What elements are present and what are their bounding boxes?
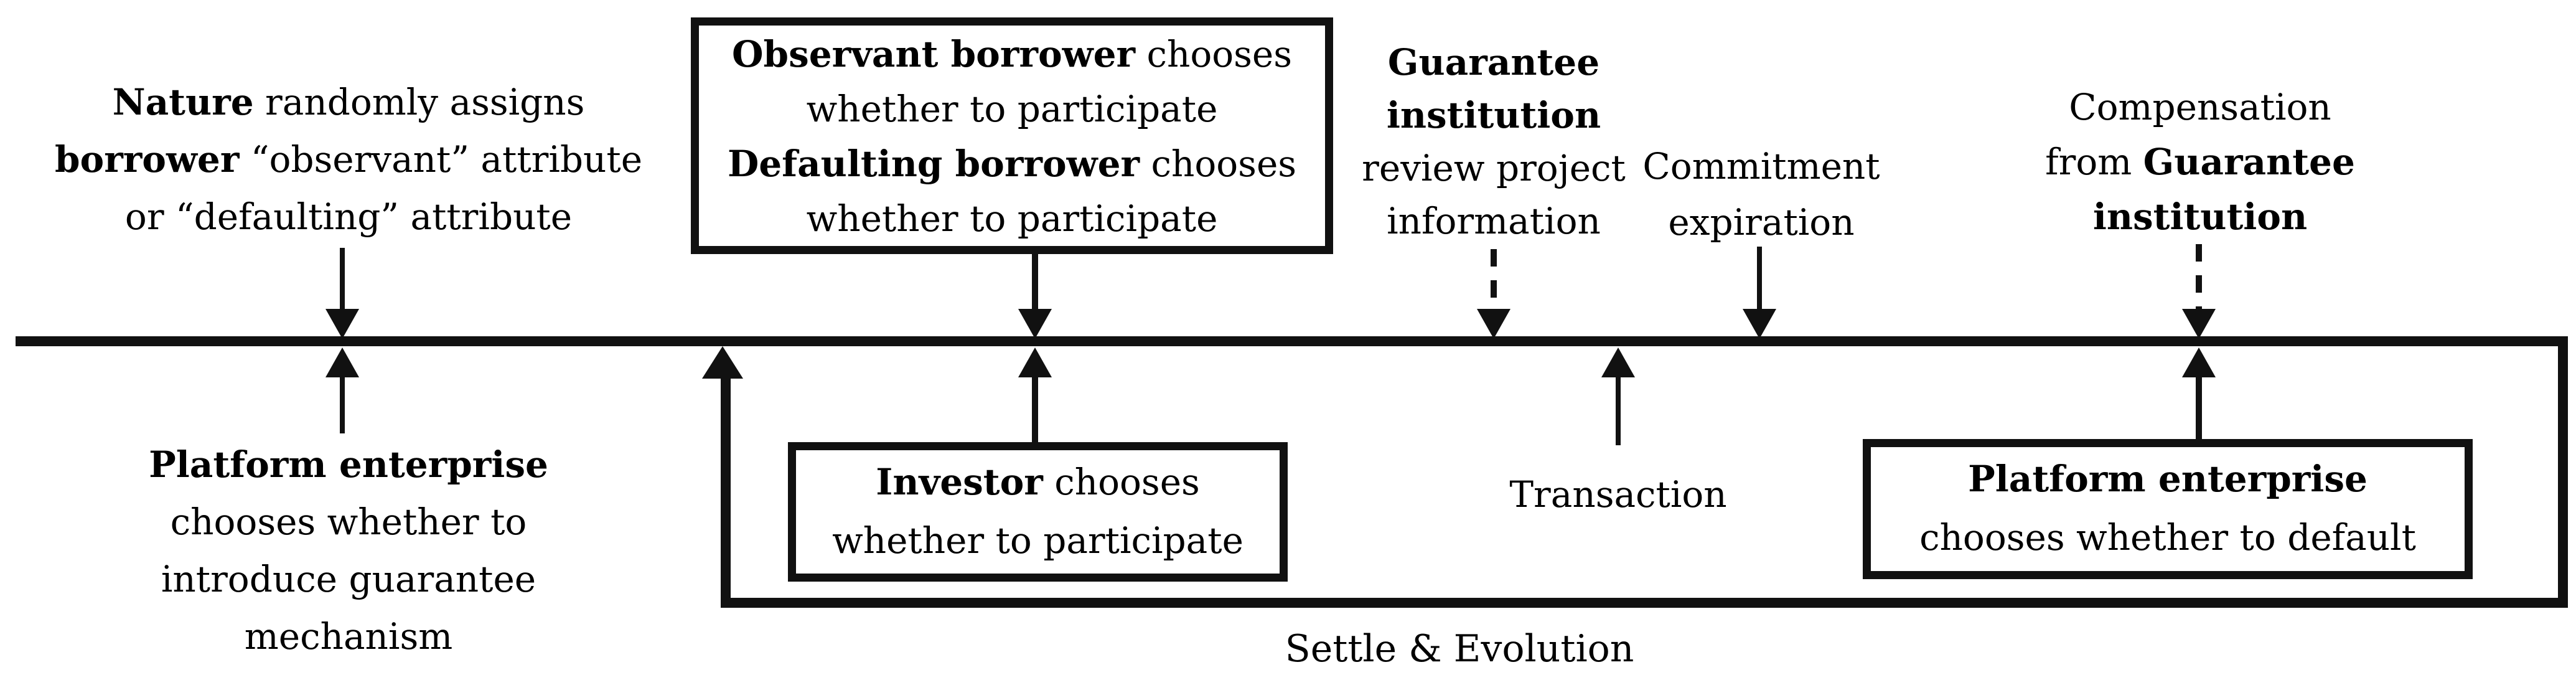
nature-line-3: or “defaulting” attribute xyxy=(124,196,573,238)
platform-intro-line-2: chooses whether to xyxy=(170,501,527,543)
borrower-box-line-3: Defaulting borrower chooses xyxy=(727,143,1297,185)
nature-arrow-down-icon xyxy=(326,309,359,339)
platform-intro-arrow-shaft xyxy=(340,375,345,433)
platform-default-arrow-shaft xyxy=(2196,375,2202,440)
compensation-arrow-down-icon xyxy=(2182,309,2216,339)
borrower-arrow-down-icon xyxy=(1018,309,1052,339)
guarantee-review-label: Guarantee institution review project inf… xyxy=(1338,36,1649,248)
platform-intro-line-1: Platform enterprise xyxy=(149,443,548,486)
commitment-arrow-shaft xyxy=(1757,247,1762,311)
investor-arrow-up-icon xyxy=(1018,347,1052,377)
commitment-line-2: expiration xyxy=(1668,201,1855,243)
commitment-line-1: Commitment xyxy=(1642,145,1880,187)
transaction-arrow-shaft xyxy=(1616,375,1621,445)
platform-default-line-1: Platform enterprise xyxy=(1968,458,2368,500)
investor-box-line-2: whether to participate xyxy=(832,519,1244,562)
settle-loop-bottom-segment xyxy=(721,598,2568,608)
guarantee-line-1: Guarantee xyxy=(1387,41,1600,83)
settle-loop-right-segment xyxy=(2558,341,2568,608)
transaction-arrow-up-icon xyxy=(1601,347,1635,377)
guarantee-dashed-arrow-shaft xyxy=(1491,249,1497,311)
platform-intro-line-4: mechanism xyxy=(244,615,453,658)
settle-loop-left-segment xyxy=(721,374,731,603)
borrower-choice-box: Observant borrower chooses whether to pa… xyxy=(691,17,1333,254)
nature-assigns-label: Nature randomly assigns borrower “observ… xyxy=(37,73,660,245)
borrower-box-line-1: Observant borrower chooses xyxy=(731,33,1293,75)
guarantee-line-3: review project xyxy=(1362,147,1626,189)
platform-intro-label: Platform enterprise chooses whether to i… xyxy=(68,436,629,665)
transaction-text: Transaction xyxy=(1509,473,1727,516)
platform-default-line-2: chooses whether to default xyxy=(1919,516,2416,559)
investor-choice-box: Investor chooses whether to participate xyxy=(788,442,1288,582)
compensation-label: Compensation from Guarantee institution xyxy=(2013,80,2387,244)
guarantee-arrow-down-icon xyxy=(1477,309,1510,339)
investor-arrow-shaft xyxy=(1032,375,1038,443)
nature-line-1: Nature randomly assigns xyxy=(112,81,585,123)
guarantee-line-2: institution xyxy=(1386,94,1601,136)
platform-default-arrow-up-icon xyxy=(2182,347,2216,377)
guarantee-line-4: information xyxy=(1387,200,1601,242)
nature-arrow-shaft xyxy=(340,248,345,311)
nature-line-2: borrower “observant” attribute xyxy=(54,138,643,181)
borrower-arrow-shaft xyxy=(1032,251,1038,312)
platform-intro-arrow-up-icon xyxy=(326,347,359,377)
borrower-box-line-2: whether to participate xyxy=(806,88,1218,130)
commitment-expiration-label: Commitment expiration xyxy=(1606,138,1917,250)
compensation-line-1: Compensation xyxy=(2069,86,2331,128)
compensation-line-3: institution xyxy=(2092,196,2308,238)
settle-evolution-label: Settle & Evolution xyxy=(1273,624,1646,674)
compensation-line-2: from Guarantee xyxy=(2045,141,2355,183)
timeline-axis xyxy=(16,336,2568,346)
settle-loop-arrowhead-up-icon xyxy=(702,346,743,379)
transaction-label: Transaction xyxy=(1494,466,1743,523)
compensation-dashed-arrow-shaft xyxy=(2196,244,2202,311)
platform-default-box: Platform enterprise chooses whether to d… xyxy=(1863,439,2473,579)
investor-box-line-1: Investor chooses xyxy=(876,461,1200,503)
platform-intro-line-3: introduce guarantee xyxy=(161,558,536,600)
commitment-arrow-down-icon xyxy=(1743,309,1776,339)
borrower-box-line-4: whether to participate xyxy=(806,197,1218,240)
settle-evolution-text: Settle & Evolution xyxy=(1285,627,1634,671)
